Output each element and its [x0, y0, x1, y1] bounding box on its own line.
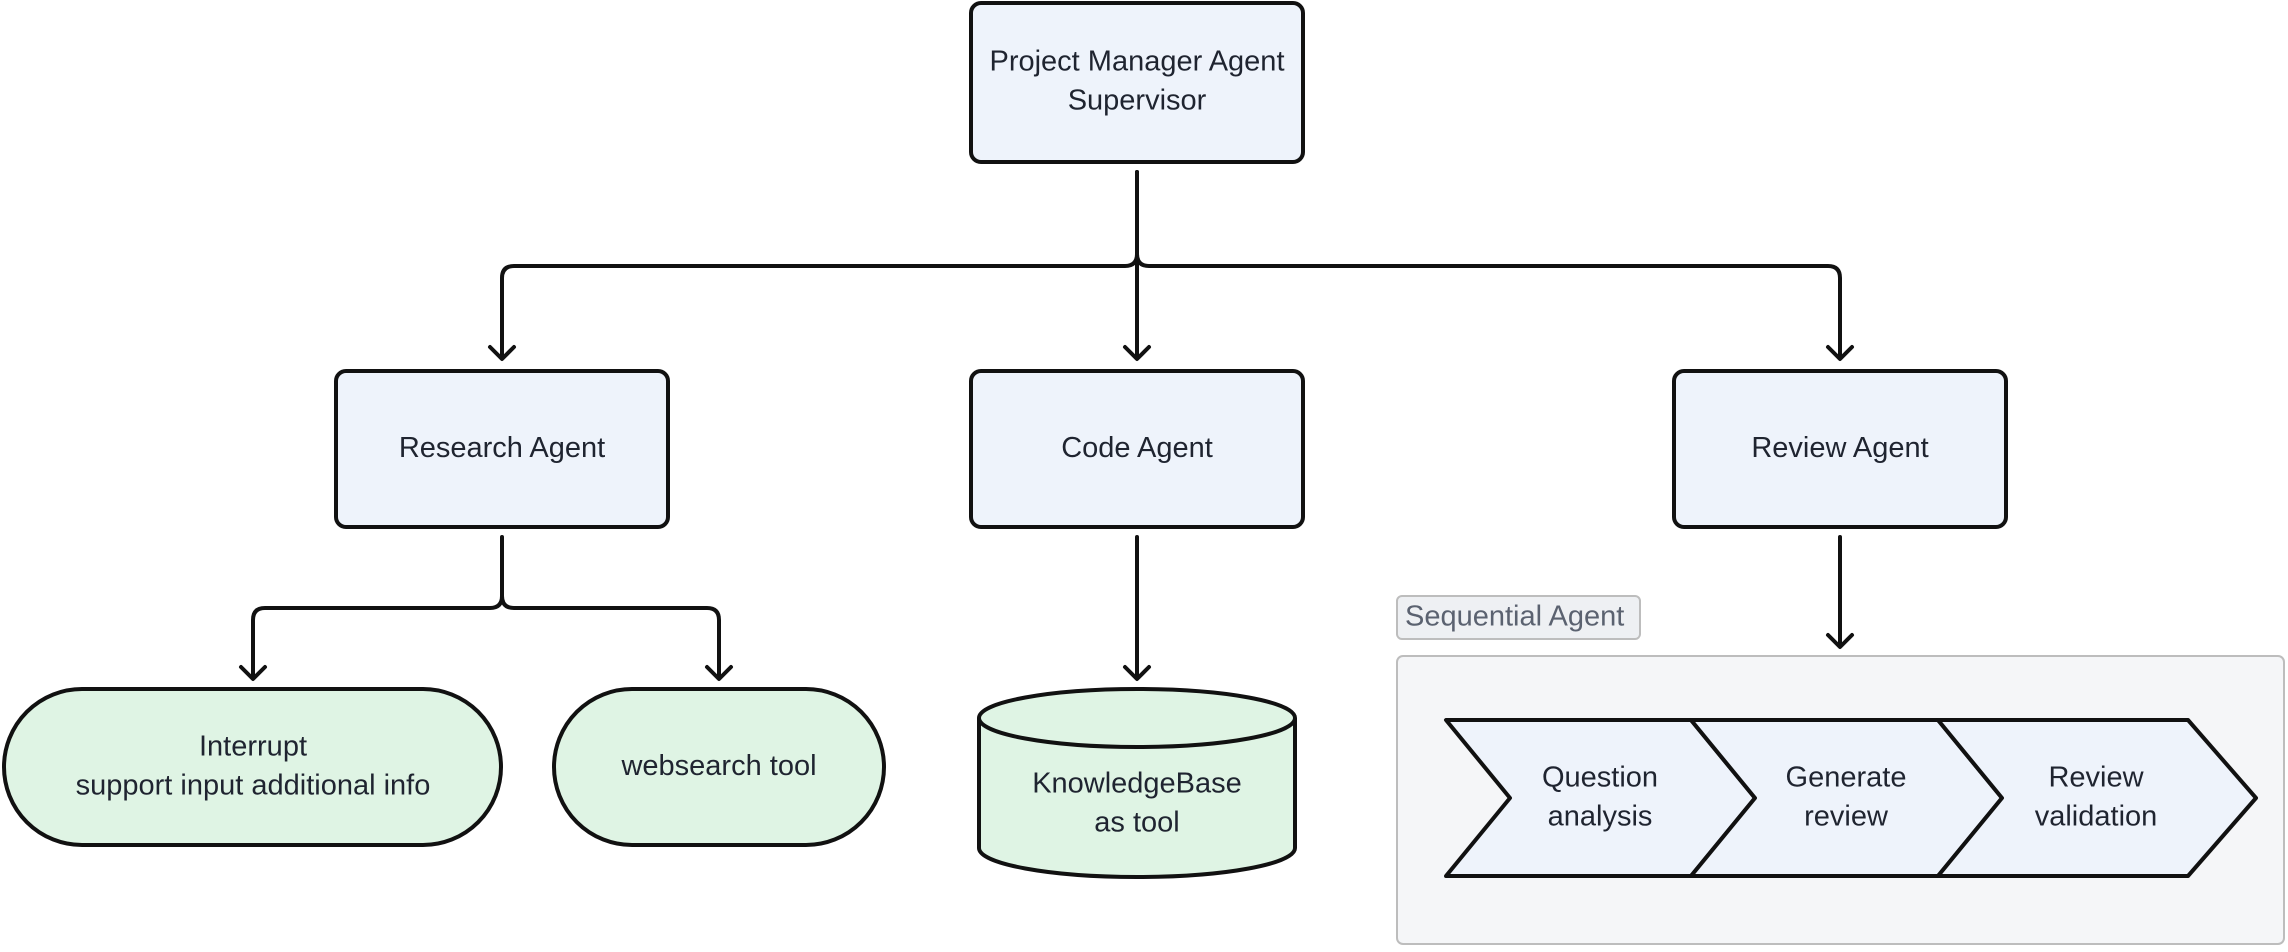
- websearch-tool-label: websearch tool: [620, 750, 816, 782]
- label-line: KnowledgeBase: [1032, 767, 1242, 799]
- label-line: support input additional info: [76, 769, 431, 801]
- knowledgebase-node[interactable]: KnowledgeBase as tool: [977, 687, 1297, 879]
- code-agent-label: Code Agent: [1061, 432, 1213, 464]
- label-line: validation: [2035, 800, 2158, 832]
- interrupt-label: Interrupt support input additional info: [76, 730, 431, 801]
- review-agent-label: Review Agent: [1751, 432, 1928, 464]
- label-line: Project Manager Agent: [989, 45, 1284, 77]
- label-line: Supervisor: [1068, 84, 1207, 116]
- websearch-tool-node[interactable]: websearch tool: [552, 687, 886, 847]
- edge-research-interrupt: [251, 535, 504, 679]
- sequential-step-generate-review[interactable]: Generate review: [1689, 718, 2004, 878]
- edge-supervisor-review: [1135, 252, 1842, 359]
- arrowhead-sequential: [1826, 633, 1854, 649]
- arrowhead-review: [1826, 345, 1854, 361]
- label-line: as tool: [1094, 806, 1179, 838]
- arrowhead-knowledgebase: [1123, 665, 1151, 681]
- step-generate-review-label: Generate review: [1786, 761, 1907, 832]
- connectors: [239, 170, 1854, 681]
- sequential-step-question-analysis[interactable]: Question analysis: [1444, 718, 1757, 878]
- label-line: review: [1804, 800, 1889, 832]
- code-agent-node[interactable]: Code Agent: [969, 369, 1305, 529]
- knowledgebase-cylinder-top: [977, 687, 1297, 749]
- label-line: websearch tool: [620, 750, 816, 782]
- step-review-validation-label: Review validation: [2035, 761, 2158, 832]
- research-agent-node[interactable]: Research Agent: [334, 369, 670, 529]
- interrupt-node[interactable]: Interrupt support input additional info: [2, 687, 503, 847]
- review-agent-node[interactable]: Review Agent: [1672, 369, 2008, 529]
- sequential-agent-label: Sequential Agent: [1405, 601, 1624, 633]
- label-line: Code Agent: [1061, 432, 1213, 464]
- arrowhead-interrupt: [239, 665, 267, 681]
- sequential-agent-group: Sequential Agent Question analysis Genera…: [1396, 595, 2285, 945]
- edge-research-websearch: [500, 594, 721, 679]
- arrowhead-websearch: [705, 665, 733, 681]
- label-line: Review Agent: [1751, 432, 1928, 464]
- step-question-analysis-label: Question analysis: [1542, 761, 1658, 832]
- label-line: Interrupt: [199, 730, 307, 762]
- sequential-step-review-validation[interactable]: Review validation: [1936, 718, 2258, 878]
- label-line: Review: [2048, 761, 2144, 793]
- knowledgebase-label: KnowledgeBase as tool: [1032, 767, 1242, 838]
- label-line: Generate: [1786, 761, 1907, 793]
- edge-supervisor-research: [500, 170, 1139, 359]
- arrowhead-research: [488, 345, 516, 361]
- arrowhead-code: [1123, 345, 1151, 361]
- research-agent-label: Research Agent: [399, 432, 605, 464]
- label-line: Question: [1542, 761, 1658, 793]
- sequential-agent-tag: [1396, 595, 1641, 640]
- knowledgebase-cylinder-body: [977, 718, 1297, 879]
- label-line: analysis: [1548, 800, 1653, 832]
- label-line: Research Agent: [399, 432, 605, 464]
